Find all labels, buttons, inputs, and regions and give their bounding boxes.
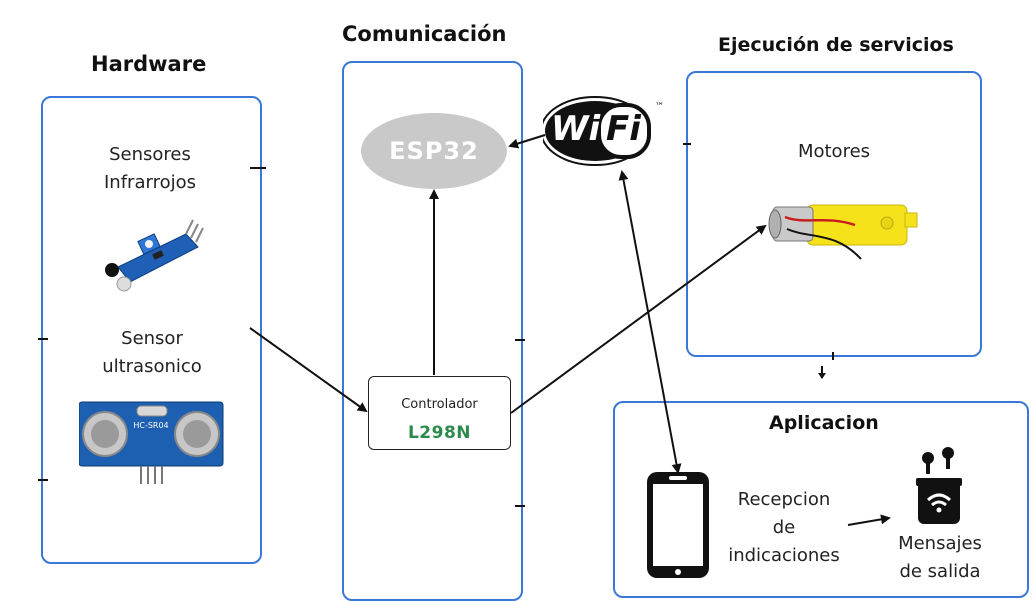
sensor-ir-label: Sensores Infrarrojos xyxy=(104,144,196,193)
edge-tick xyxy=(832,352,834,360)
ejecucion-title: Ejecución de servicios xyxy=(718,34,954,56)
infrared-sensor-image xyxy=(105,219,204,292)
esp32-label: ESP32 xyxy=(389,137,479,165)
mensajes-label: Mensajes de salida xyxy=(898,533,982,582)
sensor-us-label: Sensor ultrasonico xyxy=(102,328,202,377)
smartphone-icon xyxy=(647,472,709,578)
wifi-text-wi: Wi xyxy=(551,109,601,149)
ultrasonic-sensor-image: HC-SR04 xyxy=(79,401,224,484)
hardware-title: Hardware xyxy=(91,52,207,76)
recepcion-label: Recepcion de indicaciones xyxy=(728,489,840,566)
edge-tick xyxy=(38,338,48,340)
comunicacion-title: Comunicación xyxy=(342,22,507,46)
motor-image xyxy=(768,204,918,260)
arrow-sensor-to-controller xyxy=(249,327,368,413)
controller-box: Controlador L298N xyxy=(368,376,511,450)
esp32-node: ESP32 xyxy=(361,113,507,189)
arrow-wifi-to-esp32 xyxy=(508,134,546,149)
motores-label: Motores xyxy=(797,141,871,162)
wifi-trademark: ™ xyxy=(655,102,663,112)
edge-tick xyxy=(38,479,48,481)
edge-tick xyxy=(515,505,525,507)
earbuds-wifi-icon xyxy=(916,447,962,524)
wifi-logo: ™ Wi Fi xyxy=(543,91,663,171)
wifi-text-fi: Fi xyxy=(606,109,641,149)
edge-tick xyxy=(683,143,691,145)
arrow-recepcion-to-mensajes xyxy=(847,514,891,526)
controller-label: Controlador xyxy=(401,397,478,412)
hardware-panel xyxy=(41,96,262,564)
edge-tick xyxy=(515,339,525,341)
controller-model: L298N xyxy=(407,423,472,443)
arrow-wifi-phone xyxy=(618,170,682,474)
us-module-text: HC-SR04 xyxy=(133,421,168,430)
edge-tick xyxy=(250,167,266,169)
aplicacion-title: Aplicacion xyxy=(769,412,879,434)
